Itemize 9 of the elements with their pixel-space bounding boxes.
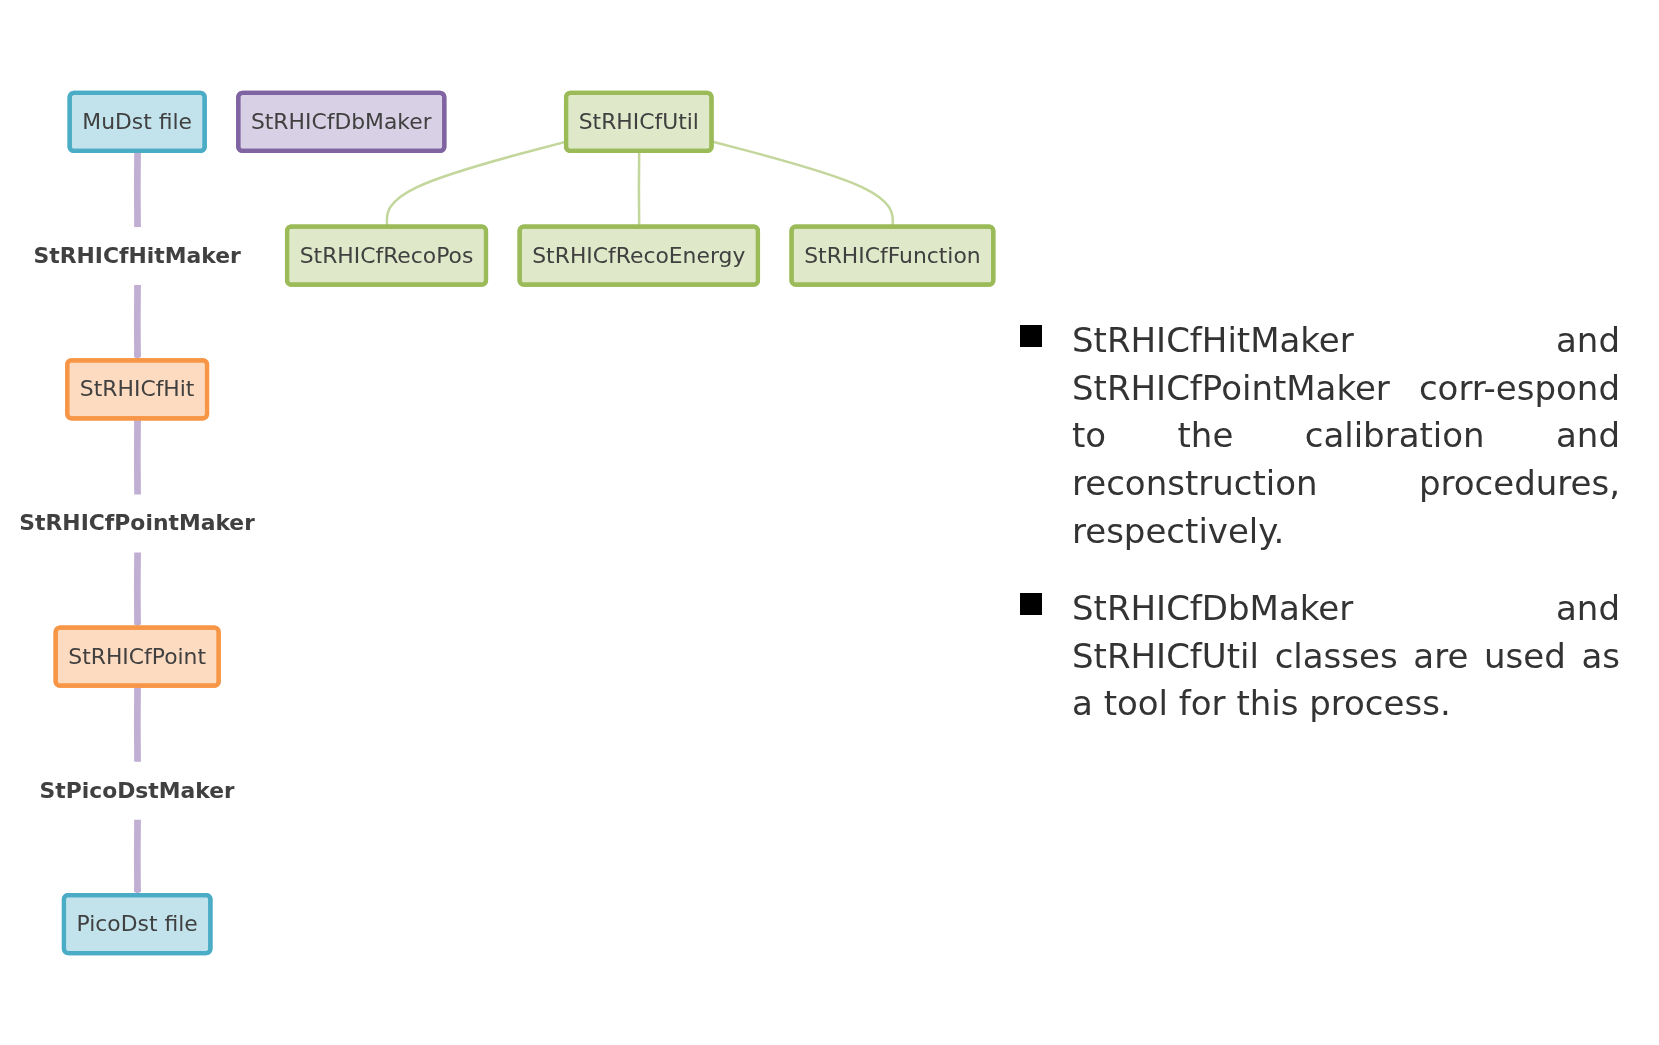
note-text: StRHICfDbMaker and StRHICfUtil classes are used as a tool for this process.	[1072, 587, 1620, 726]
arrow	[133, 284, 142, 361]
connector	[133, 150, 141, 227]
connector	[133, 685, 141, 762]
note-text: StRHICfHitMaker and StRHICfPointMaker corr-espond to the calibration and reconstruction procedures, respectively.	[1072, 319, 1620, 553]
node-text: StRHICfPointMaker	[19, 509, 255, 535]
arrow	[133, 551, 142, 628]
node-text: StRHICfHitMaker	[33, 242, 241, 268]
node-text: StPicoDstMaker	[39, 776, 235, 803]
